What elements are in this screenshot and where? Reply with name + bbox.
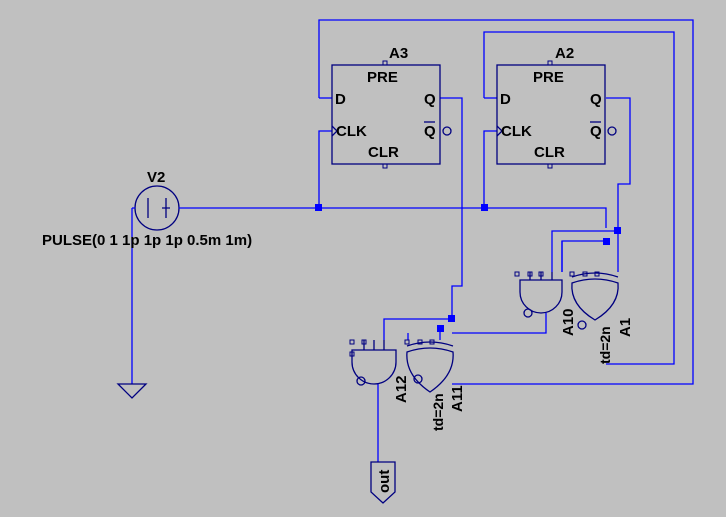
wire-a10-out[interactable] — [452, 313, 547, 334]
wire-a3-q-dist[interactable] — [383, 318, 452, 340]
source-plus-icon — [162, 198, 170, 218]
gate-pin — [429, 339, 435, 345]
gate-input-stubs — [363, 340, 385, 350]
qbar-bubble-icon — [442, 126, 452, 136]
gate-name: A11 — [449, 385, 466, 412]
wire-a2-q-dist[interactable] — [551, 230, 618, 272]
voltage-source-v2[interactable]: V2 PULSE(0 1 1p 1p 1p 0.5m 1m) — [42, 169, 252, 249]
output-label: out — [376, 470, 393, 493]
and-gate-a10[interactable]: A10 — [514, 271, 577, 336]
clock-edge-icon — [331, 125, 338, 137]
inverter-bubble-icon — [356, 376, 366, 386]
junction-dot — [315, 204, 322, 211]
qbar-label: Q — [424, 123, 436, 140]
qbar-bubble-icon — [607, 126, 617, 136]
junctions — [315, 204, 621, 332]
gate-delay: td=2n — [430, 393, 446, 431]
gate-delay: td=2n — [597, 326, 613, 364]
wire-a2-q[interactable] — [606, 97, 631, 231]
pin-pre — [382, 60, 388, 66]
wires — [131, 19, 694, 462]
inverter-bubble-icon — [413, 374, 423, 384]
qbar-label: Q — [590, 123, 602, 140]
d-label: D — [335, 91, 346, 108]
gate-pin — [594, 271, 600, 277]
source-value: PULSE(0 1 1p 1p 1p 0.5m 1m) — [42, 232, 252, 249]
q-label: Q — [424, 91, 436, 108]
output-port-out[interactable]: out — [370, 461, 396, 504]
flipflop-a3[interactable]: A3 PRE D CLK CLR Q Q — [331, 45, 452, 169]
pin-clr — [547, 163, 553, 169]
clock-edge-icon — [496, 125, 503, 137]
wire-clk-a3[interactable] — [318, 130, 332, 208]
and-gate-body — [351, 349, 397, 385]
pre-label: PRE — [367, 69, 398, 86]
xor-gate-body — [571, 278, 619, 321]
gate-name: A10 — [560, 308, 577, 336]
gate-pin — [349, 351, 355, 357]
gate-pin — [514, 271, 520, 277]
gate-name: A12 — [393, 375, 410, 403]
junction-dot — [614, 227, 621, 234]
clk-label: CLK — [336, 123, 367, 140]
clr-label: CLR — [534, 144, 565, 161]
xor-gate-a1[interactable]: td=2n A1 — [569, 271, 634, 364]
gate-pin — [417, 339, 423, 345]
d-label: D — [500, 91, 511, 108]
ground-symbol[interactable] — [116, 383, 148, 399]
wire-a3-d-feedback[interactable] — [318, 19, 694, 385]
xor-gate-body — [406, 347, 454, 393]
wire-clk-a2[interactable] — [483, 130, 497, 208]
source-circle — [134, 185, 180, 231]
ground-icon — [116, 383, 148, 399]
output-port-flag — [370, 461, 396, 504]
gate-pin — [361, 339, 367, 345]
source-name: V2 — [147, 169, 165, 186]
inverter-bubble-icon — [577, 320, 587, 330]
gate-pin — [404, 339, 410, 345]
junction-dot — [437, 325, 444, 332]
xor-gate-a11[interactable]: td=2n A11 — [404, 339, 466, 431]
gate-name: A1 — [617, 318, 634, 337]
and-gate-a12[interactable]: A12 — [349, 339, 410, 403]
gate-pin — [527, 271, 533, 277]
gate-pin — [349, 339, 355, 345]
clk-label: CLK — [501, 123, 532, 140]
gate-pin — [538, 271, 544, 277]
q-label: Q — [590, 91, 602, 108]
flipflop-name: A2 — [555, 45, 574, 62]
pin-pre — [547, 60, 553, 66]
inverter-bubble-icon — [523, 308, 533, 318]
clr-label: CLR — [368, 144, 399, 161]
gate-pin — [582, 271, 588, 277]
wire-clk-to-a10[interactable] — [561, 240, 606, 272]
gate-pin — [569, 271, 575, 277]
pin-clr — [382, 163, 388, 169]
flipflop-name: A3 — [389, 45, 408, 62]
junction-dot — [448, 315, 455, 322]
wire-a3-q[interactable] — [440, 97, 463, 319]
wire-clock-bus[interactable] — [182, 207, 607, 228]
wire-a2-d-feedback[interactable] — [483, 31, 675, 365]
flipflop-a2[interactable]: A2 PRE D CLK CLR Q Q — [496, 45, 617, 169]
junction-dot — [603, 238, 610, 245]
and-gate-body — [519, 279, 563, 314]
junction-dot — [481, 204, 488, 211]
pre-label: PRE — [533, 69, 564, 86]
